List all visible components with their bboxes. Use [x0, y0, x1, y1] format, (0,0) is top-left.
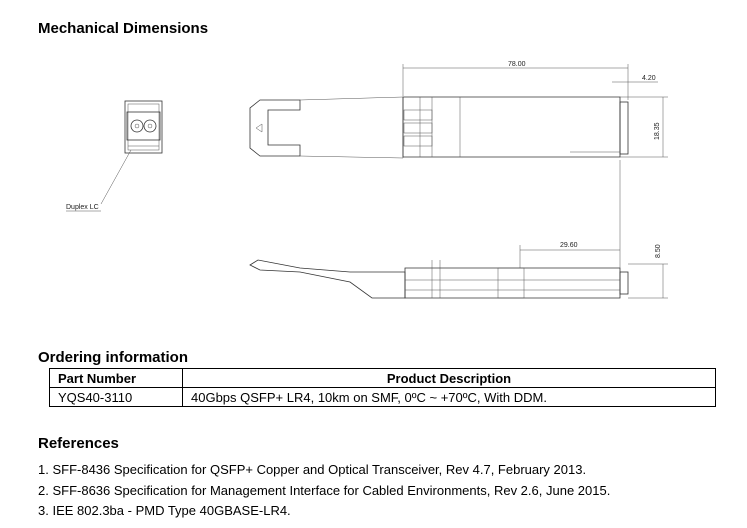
dim-tail: 4.20 — [642, 75, 656, 82]
dim-thickness: 8.50 — [655, 244, 662, 258]
duplex-lc-label: Duplex LC — [66, 204, 99, 211]
list-item: 1. SFF-8436 Specification for QSFP+ Copp… — [38, 462, 587, 477]
ordering-heading: Ordering information — [38, 349, 188, 366]
dim-depth: 29.60 — [560, 242, 578, 249]
references-list: 1. SFF-8436 Specification for QSFP+ Copp… — [38, 460, 610, 522]
ordering-table: Part Number Product Description YQS40-31… — [49, 368, 716, 407]
table-header-row: Part Number Product Description — [49, 368, 716, 388]
part-number-cell: YQS40-3110 — [49, 387, 183, 407]
mechanical-dimensions-heading: Mechanical Dimensions — [38, 20, 209, 37]
dim-length: 78.00 — [508, 61, 526, 68]
side-view — [249, 259, 629, 299]
top-view — [249, 96, 629, 159]
dim-height: 18.35 — [654, 122, 661, 140]
description-cell: 40Gbps QSFP+ LR4, 10km on SMF, 0ºC ~ +70… — [182, 387, 716, 407]
list-item: 3. IEE 802.3ba - PMD Type 40GBASE-LR4. — [38, 503, 291, 518]
front-view — [124, 100, 163, 154]
col-part-number: Part Number — [49, 368, 183, 388]
references-heading: References — [38, 435, 119, 452]
list-item: 2. SFF-8636 Specification for Management… — [38, 482, 611, 498]
table-row: YQS40-3110 40Gbps QSFP+ LR4, 10km on SMF… — [49, 387, 716, 407]
mechanical-drawing: Duplex LC 78.00 4.20 18.35 — [66, 61, 668, 299]
col-product-description: Product Description — [182, 368, 716, 388]
